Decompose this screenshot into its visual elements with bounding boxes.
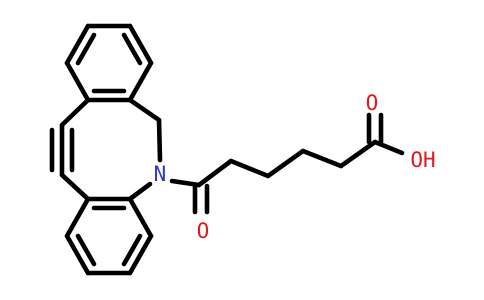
bond [338,139,378,169]
bond [156,117,163,163]
bond [64,60,91,103]
bond [265,148,306,179]
bond [196,158,234,188]
bond [127,97,162,123]
hydroxyl-label: OH [410,148,435,172]
cyclooctyne-ring [49,97,163,202]
nitrogen-atom-label: N [154,162,167,186]
bond [127,233,154,276]
bond [64,23,91,66]
double-bond-inner [75,32,97,66]
upper-benzene-ring [64,23,154,103]
lower-benzene-ring [64,196,154,276]
carbonyl-oxygen-label: O [366,91,379,115]
bond [127,181,153,202]
double-bond-inner [121,32,143,66]
double-bond-inner [75,233,97,267]
hexanoic-acid-chain [169,112,405,215]
bond [300,148,344,169]
bond [59,97,91,128]
bond [127,60,154,103]
bond [64,196,91,239]
bond [127,23,154,66]
bond [64,233,91,276]
bond [127,196,154,239]
bond [59,172,91,202]
bond [228,158,271,179]
double-bond-inner [121,233,143,267]
bond [372,139,405,156]
amide-oxygen-label: O [197,219,210,243]
